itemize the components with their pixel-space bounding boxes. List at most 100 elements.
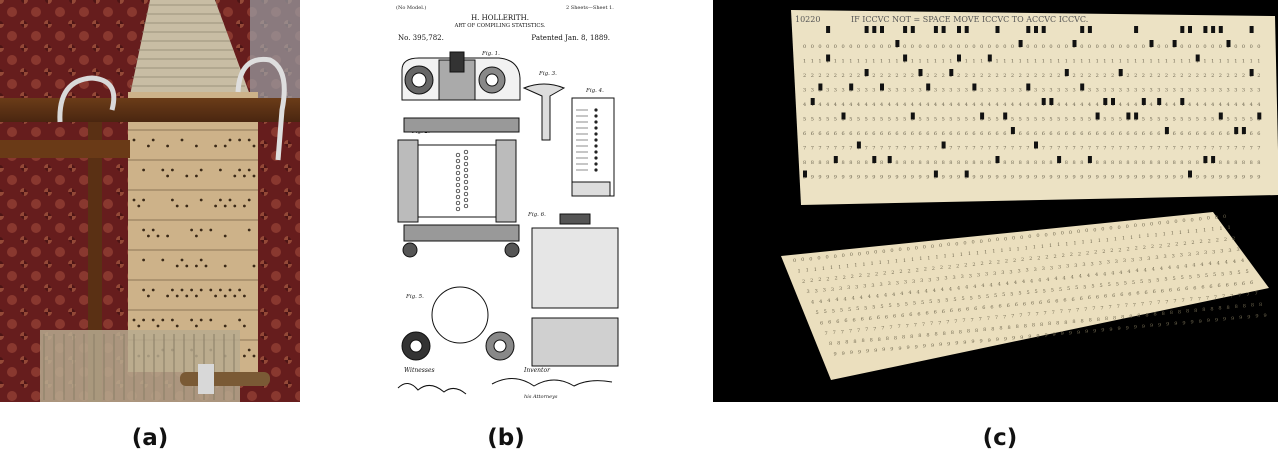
svg-text:5: 5	[1157, 117, 1160, 123]
svg-text:0: 0	[1165, 44, 1168, 50]
svg-text:1: 1	[1111, 59, 1114, 65]
svg-text:4: 4	[1150, 102, 1153, 108]
svg-text:7: 7	[922, 322, 925, 328]
svg-text:0: 0	[1215, 215, 1218, 221]
svg-text:4: 4	[857, 102, 860, 108]
svg-text:9: 9	[1096, 175, 1099, 181]
svg-text:4: 4	[1209, 261, 1212, 267]
svg-text:1: 1	[996, 59, 999, 65]
svg-text:7: 7	[1141, 302, 1144, 308]
svg-text:1: 1	[1142, 59, 1145, 65]
svg-text:0: 0	[826, 44, 829, 50]
svg-text:5: 5	[1043, 288, 1046, 294]
svg-text:5: 5	[872, 117, 875, 123]
svg-text:2: 2	[1143, 245, 1146, 251]
svg-text:4: 4	[949, 102, 952, 108]
svg-text:5: 5	[848, 307, 851, 313]
svg-text:9: 9	[865, 175, 868, 181]
svg-text:2: 2	[972, 73, 975, 79]
svg-text:9: 9	[1234, 175, 1237, 181]
svg-text:3: 3	[936, 276, 939, 282]
svg-text:8: 8	[1032, 323, 1035, 329]
svg-text:6: 6	[1257, 131, 1260, 137]
svg-text:0: 0	[955, 241, 958, 247]
svg-text:2: 2	[1011, 73, 1014, 79]
svg-text:7: 7	[826, 146, 829, 152]
svg-text:9: 9	[980, 338, 983, 344]
svg-text:5: 5	[895, 117, 898, 123]
svg-text:8: 8	[1150, 160, 1153, 166]
svg-text:2: 2	[1200, 239, 1203, 245]
svg-text:7: 7	[825, 331, 828, 337]
svg-text:2: 2	[1232, 236, 1235, 242]
svg-text:9: 9	[857, 175, 860, 181]
svg-text:7: 7	[972, 146, 975, 152]
svg-text:3: 3	[961, 274, 964, 280]
svg-text:0: 0	[965, 44, 968, 50]
svg-text:8: 8	[1235, 304, 1238, 310]
svg-text:5: 5	[880, 304, 883, 310]
svg-text:0: 0	[811, 44, 814, 50]
svg-text:2: 2	[1191, 240, 1194, 246]
svg-text:6: 6	[988, 131, 991, 137]
svg-text:1: 1	[1096, 59, 1099, 65]
svg-text:1: 1	[1257, 59, 1260, 65]
svg-text:1: 1	[1165, 59, 1168, 65]
svg-text:4: 4	[1054, 276, 1057, 282]
svg-text:5: 5	[1051, 288, 1054, 294]
svg-text:6: 6	[966, 307, 969, 313]
caption-b: (b)	[487, 425, 525, 451]
svg-text:5: 5	[996, 117, 999, 123]
metal-hook-right	[235, 56, 287, 161]
svg-text:0: 0	[1196, 44, 1199, 50]
svg-text:7: 7	[1180, 146, 1183, 152]
svg-text:8: 8	[1126, 160, 1129, 166]
svg-text:4: 4	[1173, 102, 1176, 108]
svg-text:9: 9	[888, 175, 891, 181]
svg-text:2: 2	[857, 73, 860, 79]
svg-text:5: 5	[1103, 117, 1106, 123]
svg-text:4: 4	[1057, 102, 1060, 108]
svg-text:1: 1	[1090, 239, 1093, 245]
svg-text:2: 2	[980, 73, 983, 79]
svg-text:7: 7	[954, 319, 957, 325]
svg-text:0: 0	[817, 256, 820, 262]
svg-text:3: 3	[1196, 88, 1199, 94]
svg-text:6: 6	[1180, 131, 1183, 137]
svg-text:6: 6	[1126, 131, 1129, 137]
svg-text:7: 7	[1142, 146, 1145, 152]
svg-text:9: 9	[971, 339, 974, 345]
svg-text:2: 2	[924, 267, 927, 273]
svg-text:3: 3	[1212, 249, 1215, 255]
svg-text:7: 7	[1190, 297, 1193, 303]
svg-text:1: 1	[952, 253, 955, 259]
svg-text:3: 3	[949, 88, 952, 94]
svg-text:7: 7	[881, 326, 884, 332]
svg-text:2: 2	[1234, 73, 1237, 79]
svg-text:2: 2	[883, 271, 886, 277]
svg-text:2: 2	[1029, 256, 1032, 262]
svg-text:0: 0	[890, 248, 893, 254]
svg-text:5: 5	[856, 306, 859, 312]
svg-text:9: 9	[919, 175, 922, 181]
svg-text:9: 9	[1231, 316, 1234, 322]
svg-text:1: 1	[887, 259, 890, 265]
svg-text:3: 3	[1237, 247, 1240, 253]
svg-text:3: 3	[1115, 259, 1118, 265]
svg-text:6: 6	[844, 318, 847, 324]
svg-text:0: 0	[923, 245, 926, 251]
svg-text:5: 5	[1242, 117, 1245, 123]
svg-text:9: 9	[874, 348, 877, 354]
svg-text:6: 6	[1047, 299, 1050, 305]
svg-text:2: 2	[1045, 255, 1048, 261]
svg-text:8: 8	[842, 160, 845, 166]
svg-text:5: 5	[1067, 286, 1070, 292]
svg-text:3: 3	[1150, 88, 1153, 94]
svg-text:5: 5	[840, 308, 843, 314]
svg-text:4: 4	[1127, 269, 1130, 275]
svg-text:9: 9	[858, 349, 861, 355]
svg-text:1: 1	[911, 257, 914, 263]
svg-text:4: 4	[865, 102, 868, 108]
svg-text:9: 9	[842, 175, 845, 181]
svg-text:7: 7	[919, 146, 922, 152]
